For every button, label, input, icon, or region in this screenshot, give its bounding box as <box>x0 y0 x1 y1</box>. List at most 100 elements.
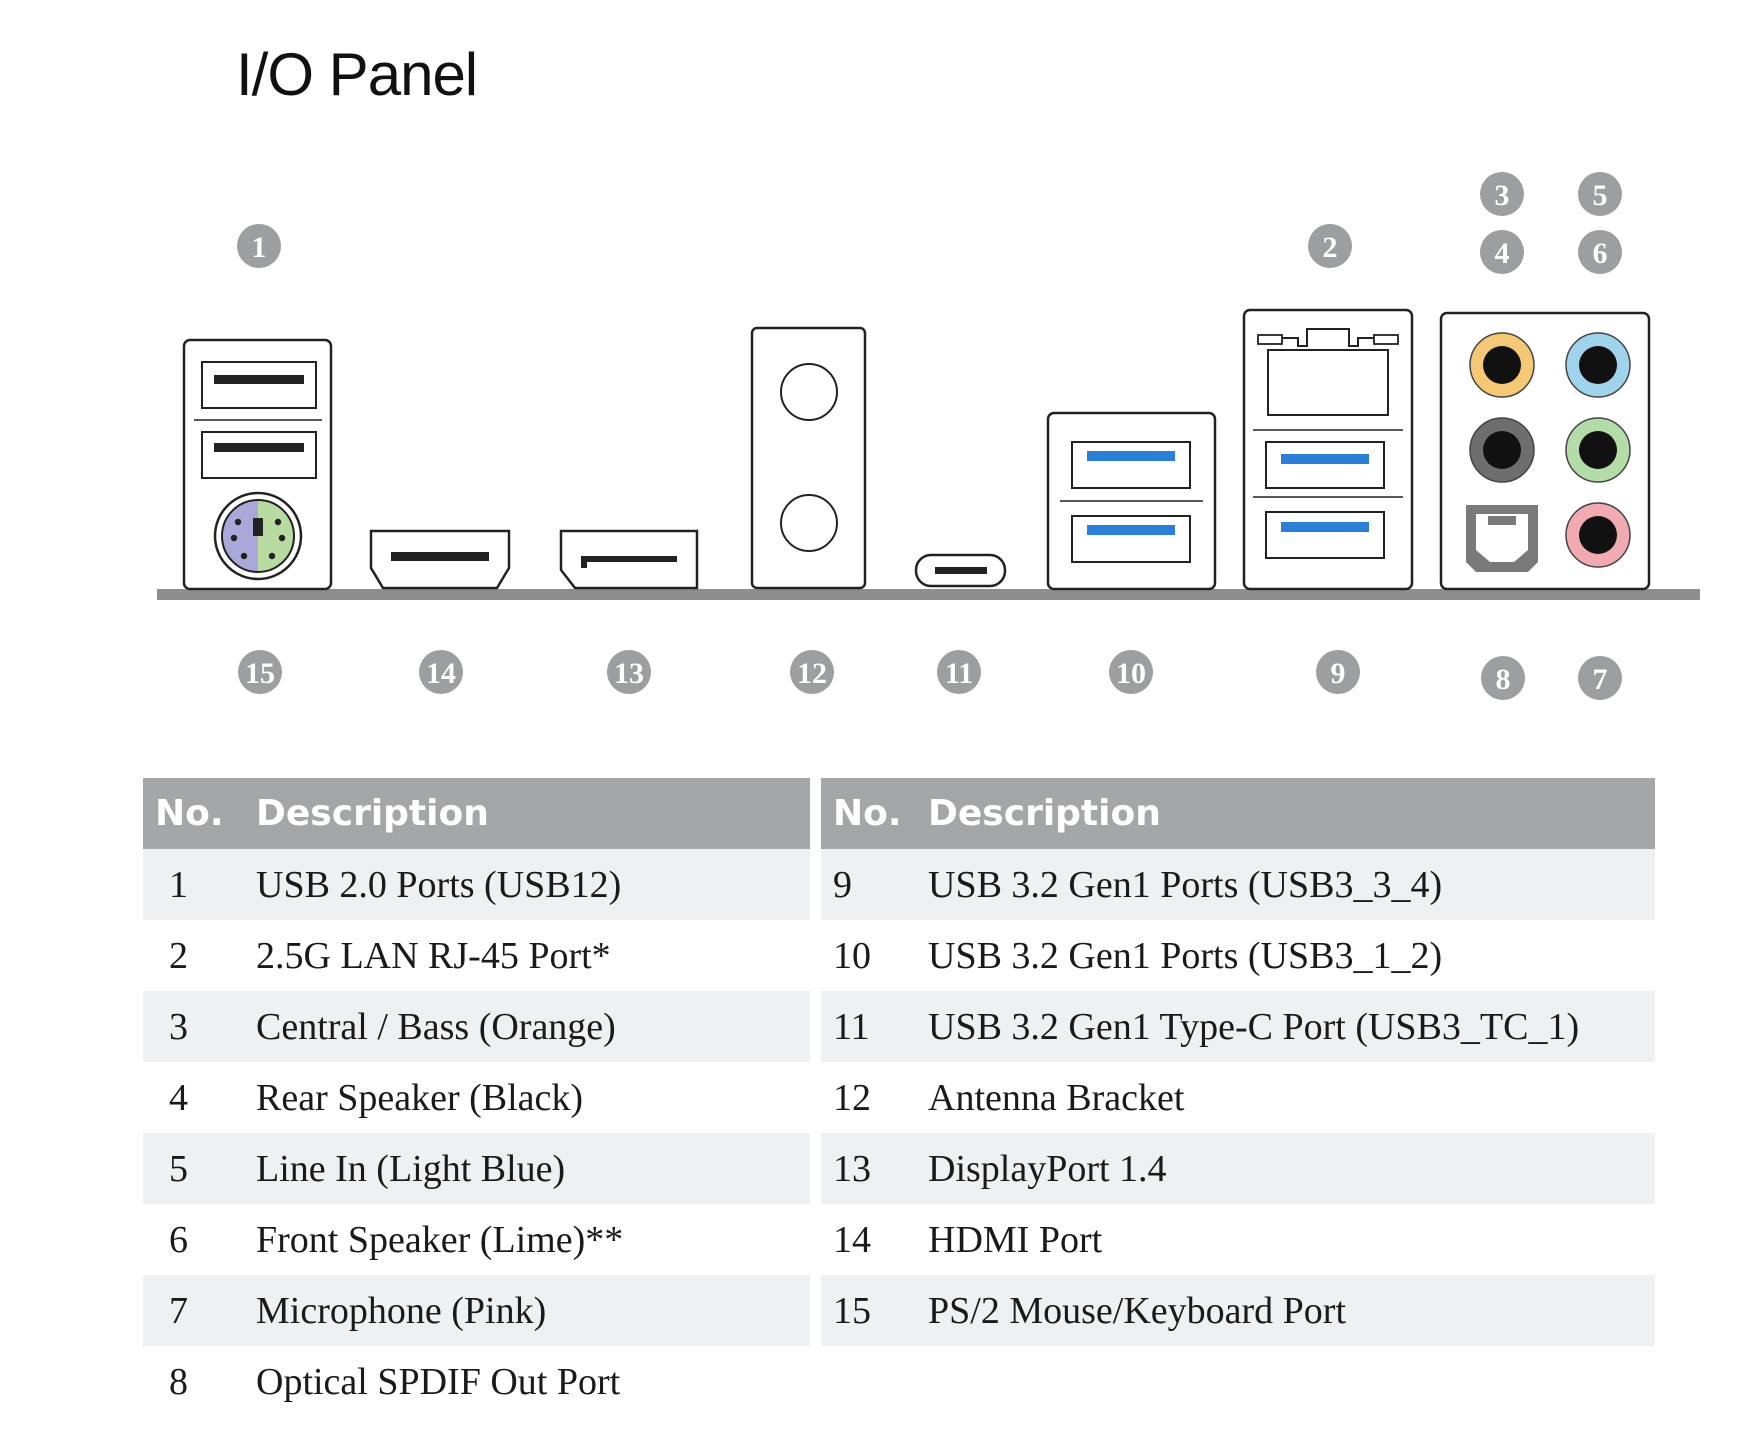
header-description: Description <box>928 778 1655 849</box>
callout-15: 15 <box>238 650 282 694</box>
row-no: 8 <box>143 1346 256 1417</box>
row-description: DisplayPort 1.4 <box>928 1133 1655 1204</box>
row-description: Central / Bass (Orange) <box>256 991 810 1062</box>
audio-jack-pink-icon <box>1565 502 1631 568</box>
usb-type-c-icon <box>914 553 1007 588</box>
row-description: Rear Speaker (Black) <box>256 1062 810 1133</box>
row-no: 12 <box>821 1062 928 1133</box>
table-header-row: No. Description <box>143 778 810 849</box>
row-no: 2 <box>143 920 256 991</box>
callout-5: 5 <box>1578 172 1622 216</box>
callout-2: 2 <box>1308 224 1352 268</box>
svg-text:15: 15 <box>245 657 275 690</box>
usb3-stack-10 <box>1046 411 1217 591</box>
audio-stack <box>1439 311 1651 591</box>
row-description: 2.5G LAN RJ-45 Port* <box>256 920 810 991</box>
row-no: 15 <box>821 1275 928 1346</box>
ps2-port-icon <box>213 491 303 581</box>
svg-text:5: 5 <box>1593 179 1608 212</box>
lan-usb3-stack <box>1242 308 1414 591</box>
row-description: Microphone (Pink) <box>256 1275 810 1346</box>
svg-text:9: 9 <box>1331 657 1346 690</box>
row-description: USB 3.2 Gen1 Ports (USB3_3_4) <box>928 849 1655 920</box>
page-title: I/O Panel <box>236 41 478 108</box>
svg-text:3: 3 <box>1495 179 1510 212</box>
row-no: 3 <box>143 991 256 1062</box>
audio-jack-light-blue-icon <box>1565 332 1631 398</box>
displayport-icon <box>559 529 699 590</box>
header-no: No. <box>821 778 928 849</box>
callout-11: 11 <box>937 650 981 694</box>
audio-jack-orange-icon <box>1469 332 1535 398</box>
svg-text:10: 10 <box>1116 657 1146 690</box>
row-no: 1 <box>143 849 256 920</box>
row-description: Front Speaker (Lime)** <box>256 1204 810 1275</box>
svg-text:8: 8 <box>1496 663 1511 696</box>
svg-text:2: 2 <box>1323 231 1338 264</box>
row-description: USB 3.2 Gen1 Type-C Port (USB3_TC_1) <box>928 991 1655 1062</box>
optical-spdif-icon <box>1466 505 1538 572</box>
svg-text:1: 1 <box>252 231 267 264</box>
svg-text:11: 11 <box>945 657 973 690</box>
audio-jack-black-icon <box>1469 417 1535 483</box>
row-no: 7 <box>143 1275 256 1346</box>
row-description: PS/2 Mouse/Keyboard Port <box>928 1275 1655 1346</box>
row-no: 13 <box>821 1133 928 1204</box>
callout-4: 4 <box>1480 230 1524 274</box>
callout-10: 10 <box>1109 650 1153 694</box>
row-description: USB 3.2 Gen1 Ports (USB3_1_2) <box>928 920 1655 991</box>
header-description: Description <box>256 778 810 849</box>
svg-text:13: 13 <box>614 657 644 690</box>
callout-7: 7 <box>1578 656 1622 700</box>
svg-text:6: 6 <box>1593 237 1608 270</box>
row-description: Line In (Light Blue) <box>256 1133 810 1204</box>
row-no: 6 <box>143 1204 256 1275</box>
callout-3: 3 <box>1480 172 1524 216</box>
svg-text:7: 7 <box>1593 663 1608 696</box>
row-no: 11 <box>821 991 928 1062</box>
hdmi-port-icon <box>369 529 511 590</box>
table-header-row: No. Description <box>821 778 1655 849</box>
header-no: No. <box>143 778 256 849</box>
callout-14: 14 <box>419 650 463 694</box>
row-no: 5 <box>143 1133 256 1204</box>
svg-text:12: 12 <box>797 657 827 690</box>
callout-8: 8 <box>1481 656 1525 700</box>
row-description: Optical SPDIF Out Port <box>256 1346 810 1417</box>
audio-jack-lime-icon <box>1565 417 1631 483</box>
antenna-bracket-icon <box>750 326 867 590</box>
row-no: 10 <box>821 920 928 991</box>
callout-6: 6 <box>1578 230 1622 274</box>
row-no: 14 <box>821 1204 928 1275</box>
svg-text:4: 4 <box>1495 237 1510 270</box>
svg-text:14: 14 <box>426 657 456 690</box>
callout-13: 13 <box>607 650 651 694</box>
rj45-port-icon <box>1253 328 1403 431</box>
row-description: Antenna Bracket <box>928 1062 1655 1133</box>
row-description: HDMI Port <box>928 1204 1655 1275</box>
callout-12: 12 <box>790 650 834 694</box>
callout-9: 9 <box>1316 650 1360 694</box>
panel-base-bar <box>157 589 1700 600</box>
row-no: 9 <box>821 849 928 920</box>
io-panel-diagram: 1 2 3 4 5 6 15 14 13 12 11 10 9 8 7 <box>157 172 1700 700</box>
row-description: USB 2.0 Ports (USB12) <box>256 849 810 920</box>
usb2-ps2-stack <box>182 338 333 591</box>
